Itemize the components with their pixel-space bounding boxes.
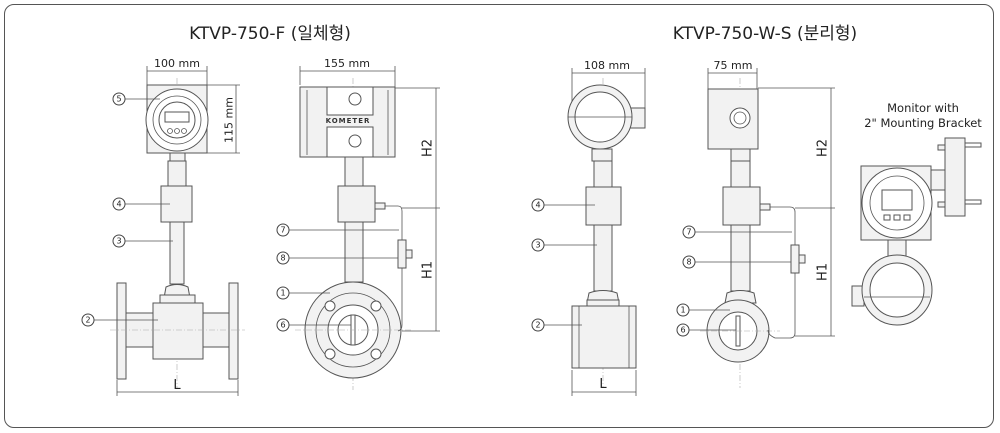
callout-4: 4: [531, 198, 545, 212]
callout-1: 1: [276, 286, 290, 300]
separated-side-view: [689, 68, 835, 388]
callout-3: 3: [112, 234, 126, 248]
integrated-h1: H1: [420, 260, 436, 280]
callout-1: 1: [676, 303, 690, 317]
monitor-with-bracket: [851, 137, 982, 326]
separated-side-width: 75 mm: [713, 59, 753, 72]
separated-front-width: 108 mm: [584, 59, 630, 72]
callout-4: 4: [112, 197, 126, 211]
monitor-label-line1: Monitor with: [887, 101, 959, 115]
callout-6: 6: [676, 323, 690, 337]
callout-8: 8: [276, 251, 290, 265]
separated-length: L: [599, 377, 607, 392]
integrated-front-width: 100 mm: [154, 57, 200, 70]
separated-h2: H2: [815, 138, 831, 158]
callout-2: 2: [81, 313, 95, 327]
integrated-model-title: KTVP-750-F (일체형): [189, 24, 351, 44]
integrated-h2: H2: [420, 138, 436, 158]
callout-8: 8: [682, 255, 696, 269]
separated-h1: H1: [815, 262, 831, 282]
callout-7: 7: [682, 225, 696, 239]
drawing-frame: [4, 4, 994, 428]
separated-model-title: KTVP-750-W-S (분리형): [672, 24, 858, 44]
integrated-length: L: [173, 378, 181, 393]
integrated-front-view: [94, 66, 245, 396]
integrated-side-view: [289, 66, 440, 390]
separated-front-view: [544, 68, 646, 396]
callout-6: 6: [276, 318, 290, 332]
integrated-front-height: 115 mm: [222, 97, 236, 143]
monitor-label-line2: 2" Mounting Bracket: [864, 116, 982, 130]
callout-5: 5: [112, 92, 126, 106]
kometer-logo: KOMETER: [325, 117, 371, 125]
callout-2: 2: [531, 318, 545, 332]
callout-3: 3: [531, 238, 545, 252]
integrated-side-width: 155 mm: [324, 57, 370, 70]
callout-7: 7: [276, 223, 290, 237]
